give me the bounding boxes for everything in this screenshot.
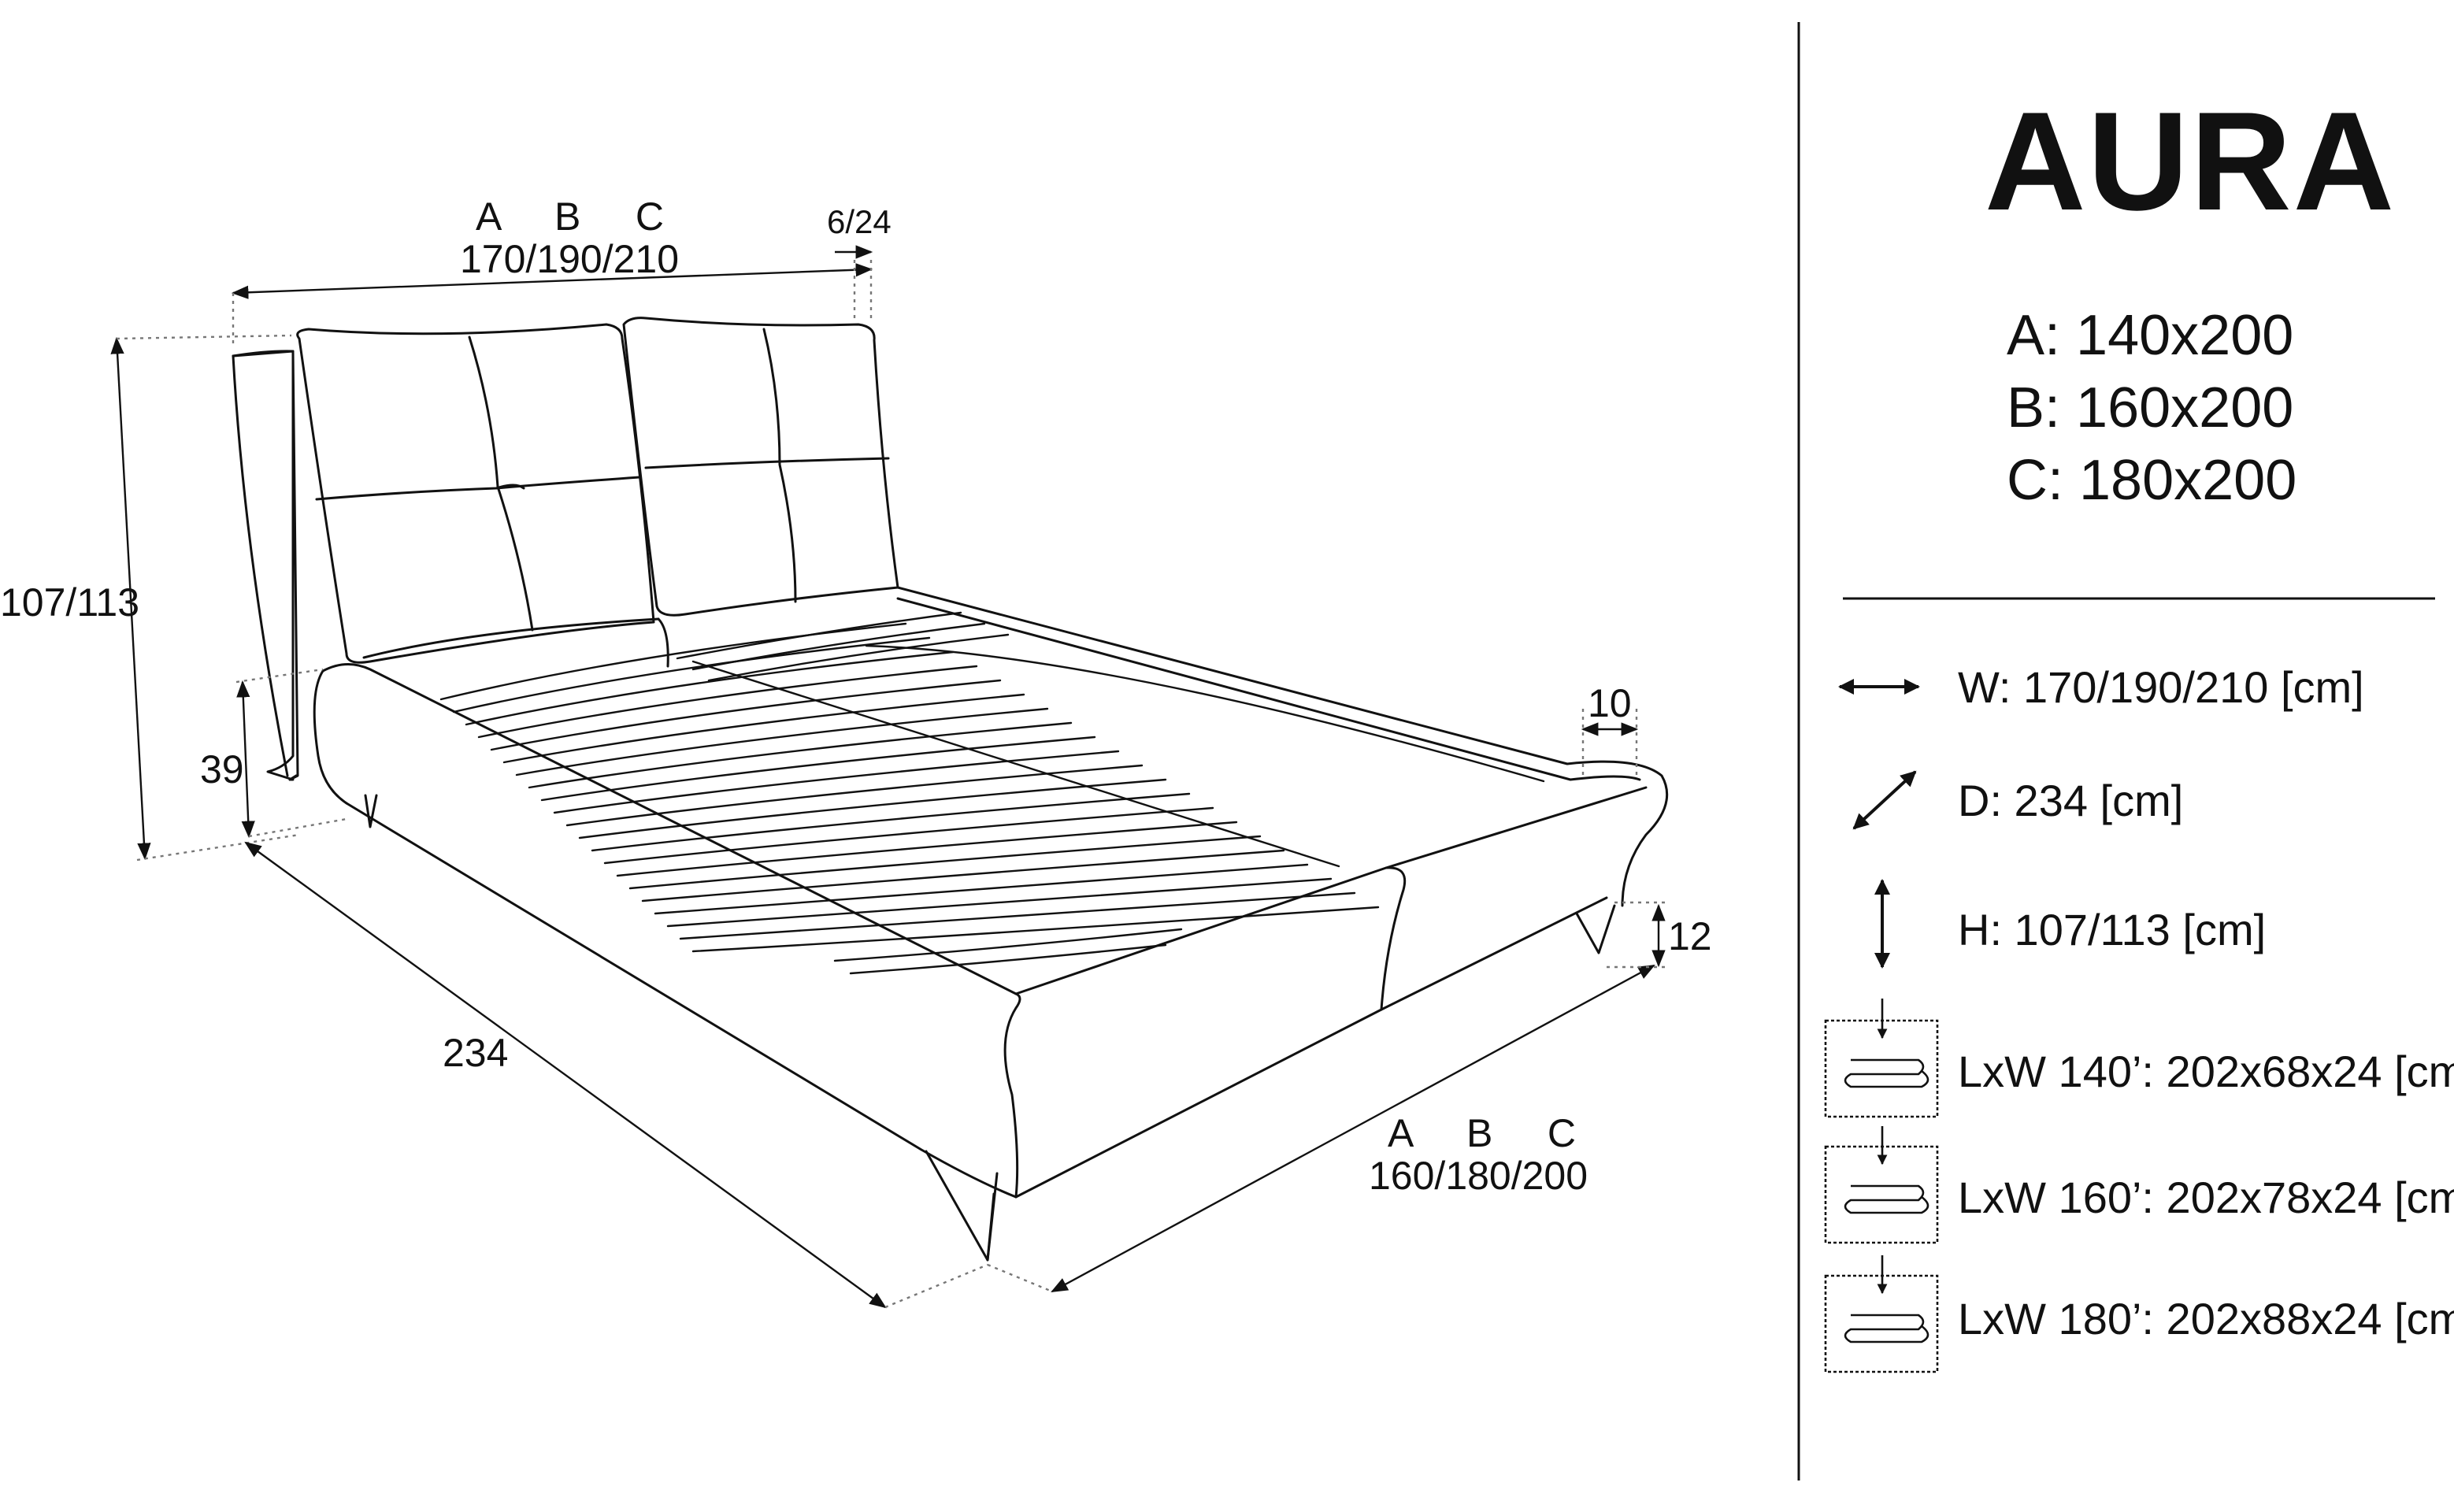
leg-back-right bbox=[1575, 904, 1616, 954]
total-height-dimension-line bbox=[110, 336, 151, 861]
side-rail-near bbox=[321, 662, 1021, 1199]
bottom-width-dimension-line bbox=[1051, 964, 1655, 1293]
headboard-cushion-left bbox=[296, 323, 655, 664]
top-size-letters: A B C bbox=[476, 195, 664, 239]
top-width-label: 170/190/210 bbox=[460, 237, 679, 281]
spec-mattress-160: LxW 160’: 202x78x24 [cm] (x2) bbox=[1958, 1173, 2454, 1222]
product-title: AURA bbox=[1985, 83, 2396, 239]
leg-height-label: 12 bbox=[1668, 914, 1712, 958]
total-height-label: 107/113 bbox=[0, 580, 139, 624]
spec-depth: D: 234 [cm] bbox=[1958, 776, 2183, 825]
bed-drawing bbox=[232, 317, 1669, 1262]
double-arrow-diagonal-icon bbox=[1852, 770, 1917, 830]
headboard-offset-label: 6/24 bbox=[827, 203, 892, 240]
size-c: C: 180x200 bbox=[2007, 449, 2296, 512]
side-gap-label: 10 bbox=[1588, 681, 1632, 725]
bottom-size-letters: A B C bbox=[1388, 1111, 1576, 1155]
width-dimension-line bbox=[231, 263, 873, 299]
frame-height-label: 39 bbox=[200, 747, 244, 791]
headboard-back-panel bbox=[232, 350, 298, 781]
side-rail-far bbox=[896, 586, 1669, 907]
bed-slats bbox=[439, 611, 1545, 975]
size-b: B: 160x200 bbox=[2007, 376, 2293, 439]
spec-height: H: 107/113 [cm] bbox=[1958, 905, 2266, 954]
leg-front bbox=[925, 1150, 995, 1262]
length-label: 234 bbox=[443, 1031, 508, 1075]
headboard-cushion-right bbox=[622, 317, 899, 617]
bottom-width-label: 160/180/200 bbox=[1369, 1154, 1588, 1198]
rolled-mattress-box-icon bbox=[1824, 999, 1939, 1118]
spec-mattress-180: LxW 180’: 202x88x24 [cm] (x2) bbox=[1958, 1294, 2454, 1343]
size-a: A: 140x200 bbox=[2007, 304, 2293, 367]
spec-width: W: 170/190/210 [cm] bbox=[1958, 662, 2364, 712]
footboard bbox=[1014, 866, 1407, 1199]
frame-height-dimension-line bbox=[236, 680, 255, 839]
rolled-mattress-box-icon bbox=[1824, 1255, 1939, 1373]
spec-mattress-140: LxW 140’: 202x68x24 [cm] (x2) bbox=[1958, 1047, 2454, 1096]
length-dimension-line bbox=[244, 841, 887, 1309]
rolled-mattress-box-icon bbox=[1824, 1126, 1939, 1244]
leg-back-left bbox=[364, 794, 378, 828]
dimension-lines bbox=[110, 245, 1670, 1309]
